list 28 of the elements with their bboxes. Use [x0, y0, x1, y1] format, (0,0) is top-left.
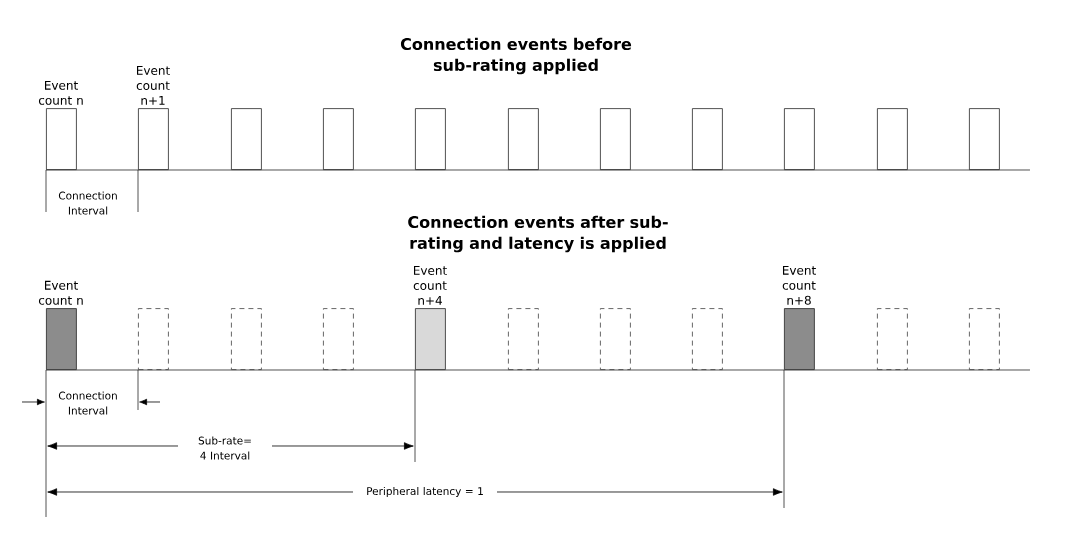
event-pulse [877, 108, 908, 170]
event-pulse [877, 308, 908, 370]
heading: Connection events before sub-rating applied [400, 37, 632, 75]
event-pulse [323, 108, 354, 170]
event-pulse [784, 108, 815, 170]
event-pulse [600, 308, 631, 370]
event-pulse [508, 308, 539, 370]
event-pulse [231, 108, 262, 170]
heading: Connection events after sub-rating and latency is applied [408, 215, 668, 253]
event-label: Event count n [38, 80, 83, 105]
event-pulse [692, 108, 723, 170]
dimension-label: Peripheral latency = 1 [353, 484, 497, 500]
dimension-label: Sub-rate= 4 Interval [178, 434, 272, 462]
event-label: Event count n [38, 280, 83, 305]
event-pulse [138, 308, 169, 370]
event-pulse [600, 108, 631, 170]
dimension-label: Connection Interval [58, 391, 117, 415]
event-pulse [508, 108, 539, 170]
event-pulse [969, 108, 1000, 170]
event-label: Event count n+8 [782, 265, 816, 305]
event-pulse [231, 308, 262, 370]
event-pulse [415, 108, 446, 170]
event-label: Event count n+4 [413, 266, 447, 305]
event-label: Event count n+1 [136, 66, 170, 105]
dimension-label: Connection Interval [58, 191, 117, 215]
event-pulse [323, 308, 354, 370]
event-pulse [969, 308, 1000, 370]
event-pulse [692, 308, 723, 370]
